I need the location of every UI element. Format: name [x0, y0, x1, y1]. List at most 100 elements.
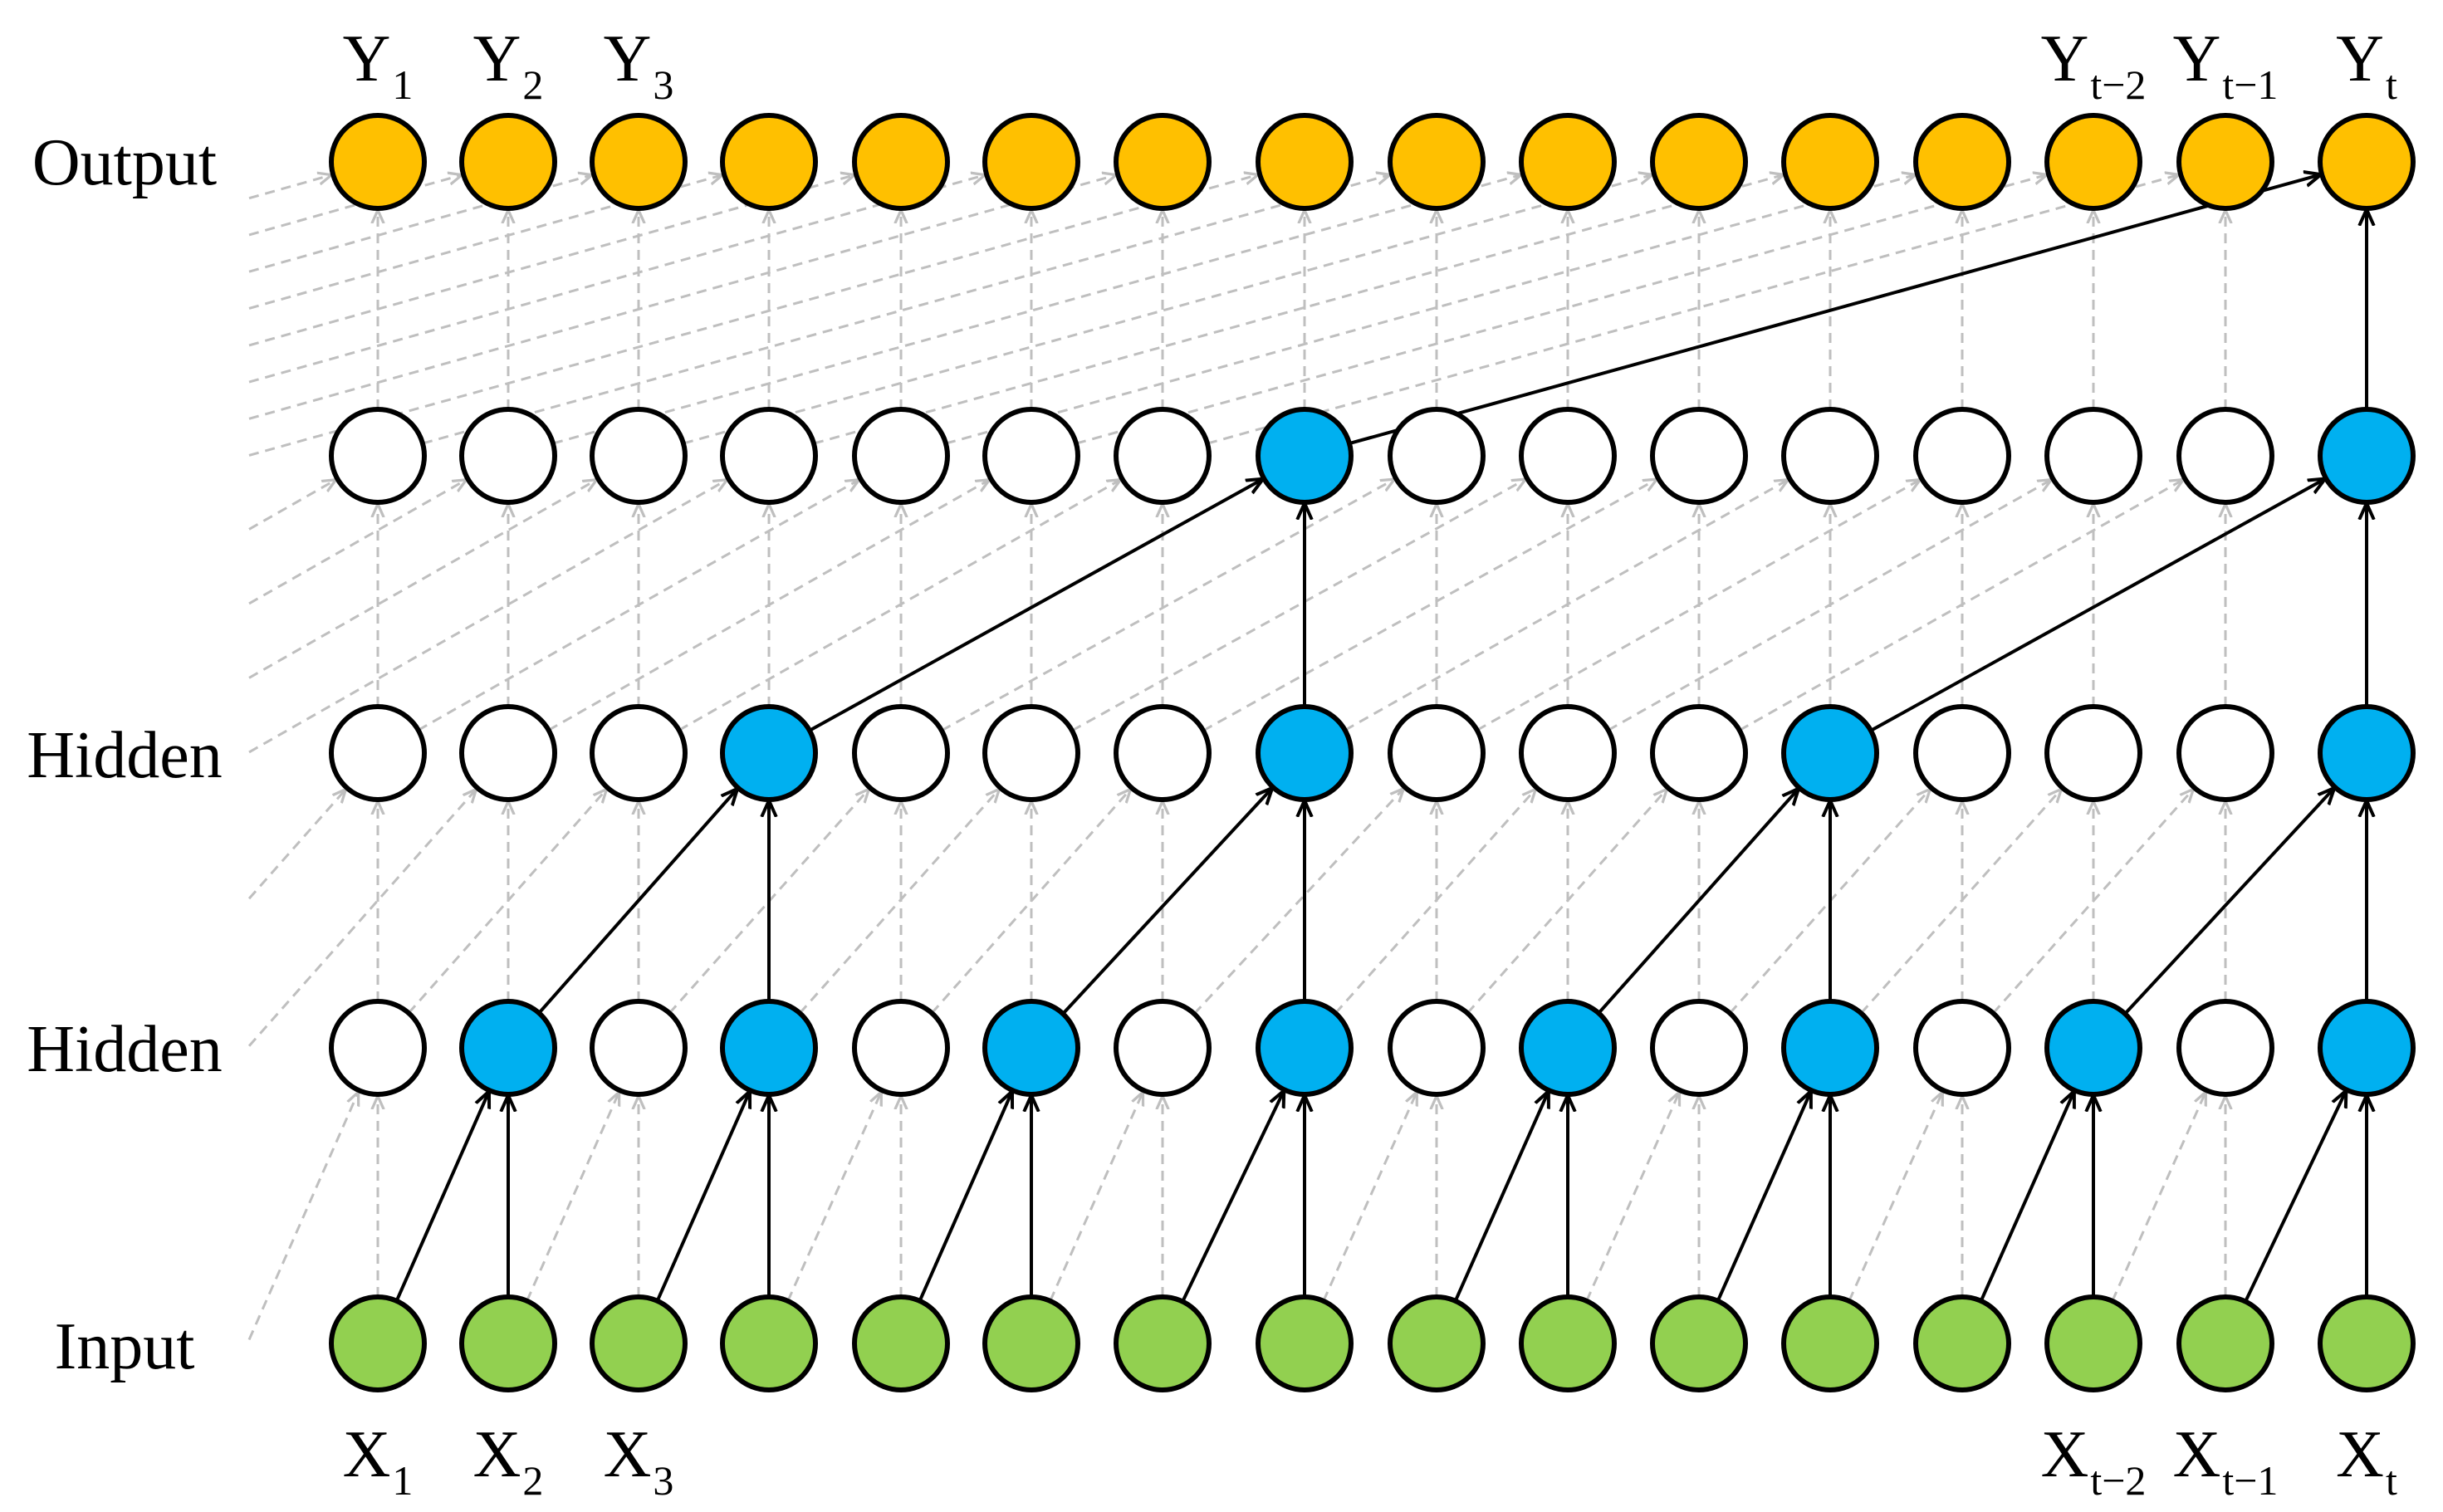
- input-node: [982, 1294, 1080, 1392]
- hidden-2-node: [852, 704, 950, 802]
- hidden-2-node: [1519, 704, 1617, 802]
- output-label-1: Y1: [343, 22, 414, 108]
- hidden-1-node: [1114, 999, 1212, 1097]
- hidden-1-active-node: [1519, 999, 1617, 1097]
- input-node: [1388, 1294, 1486, 1392]
- hidden-3-node: [1913, 407, 2011, 505]
- hidden-1-node: [590, 999, 688, 1097]
- hidden-2-node: [982, 704, 1080, 802]
- hidden-2-node: [2176, 704, 2274, 802]
- output-label-2: Y2: [473, 22, 544, 108]
- inactive-history-edge: [247, 789, 346, 900]
- output-label-tminus-1: Yt−1: [2173, 22, 2279, 108]
- hidden-2-node: [459, 704, 557, 802]
- active-edge: [1597, 789, 1799, 1015]
- hidden-2-node: [1913, 704, 2011, 802]
- output-node: [2318, 113, 2416, 211]
- hidden-layer-label-bottom: Hidden: [27, 1013, 223, 1086]
- hidden-3-node: [329, 407, 427, 505]
- inactive-history-edge: [248, 175, 331, 200]
- inactive-diagonal-edge: [1607, 480, 2052, 732]
- inactive-history-edge: [248, 480, 336, 531]
- inactive-diagonal-edge: [1049, 1092, 1143, 1302]
- hidden-3-node: [1781, 407, 1879, 505]
- input-node: [1913, 1294, 2011, 1392]
- inactive-diagonal-edge: [1193, 789, 1403, 1015]
- input-node: [590, 1294, 688, 1392]
- inactive-diagonal-edge: [417, 480, 859, 732]
- output-label-tminus-2: Yt−2: [2041, 22, 2147, 108]
- output-node: [329, 113, 427, 211]
- input-node: [1781, 1294, 1879, 1392]
- inactive-diagonal-edge: [1585, 1092, 1680, 1302]
- inactive-history-edge: [248, 480, 467, 605]
- input-node: [1114, 1294, 1212, 1392]
- inactive-diagonal-edge: [526, 1092, 619, 1302]
- hidden-3-node: [852, 407, 950, 505]
- hidden-1-node: [1388, 999, 1486, 1097]
- active-edge: [809, 479, 1263, 732]
- output-node: [1256, 113, 1354, 211]
- active-edge: [1453, 1091, 1549, 1302]
- inactive-history-edge: [247, 1092, 359, 1341]
- hidden-1-active-node: [2044, 999, 2142, 1097]
- output-node: [720, 113, 818, 211]
- inactive-diagonal-edge: [941, 479, 1394, 732]
- active-edge: [1349, 174, 2321, 446]
- hidden-2-node: [1388, 704, 1486, 802]
- hidden-1-node: [852, 999, 950, 1097]
- output-node: [852, 113, 950, 211]
- inactive-diagonal-edge: [1848, 1092, 1943, 1302]
- hidden-3-active-node: [1256, 407, 1354, 505]
- output-node: [1781, 113, 1879, 211]
- active-edge: [2244, 1090, 2346, 1303]
- inactive-history-edge: [248, 480, 597, 679]
- inactive-diagonal-edge: [1466, 789, 1667, 1015]
- inactive-diagonal-edge: [931, 789, 1130, 1015]
- neuron-grid: [329, 113, 2416, 1392]
- hidden-2-active-node: [2318, 704, 2416, 802]
- input-node: [2044, 1294, 2142, 1392]
- hidden-2-active-node: [1256, 704, 1354, 802]
- inactive-diagonal-edge: [1476, 480, 1921, 732]
- input-node: [2318, 1294, 2416, 1392]
- hidden-2-active-node: [720, 704, 818, 802]
- inactive-diagonal-edge: [945, 175, 1916, 445]
- hidden-3-node: [2044, 407, 2142, 505]
- output-node: [2176, 113, 2274, 211]
- inactive-diagonal-edge: [786, 1092, 882, 1302]
- hidden-3-node: [590, 407, 688, 505]
- active-edge: [918, 1091, 1012, 1302]
- input-node: [459, 1294, 557, 1392]
- hidden-3-node: [1519, 407, 1617, 505]
- hidden-2-node: [2044, 704, 2142, 802]
- inactive-diagonal-edge: [1739, 480, 2184, 732]
- input-label-3: X3: [604, 1418, 674, 1504]
- hidden-3-node: [459, 407, 557, 505]
- input-node: [1650, 1294, 1748, 1392]
- inactive-diagonal-edge: [422, 175, 1390, 445]
- hidden-2-node: [1650, 704, 1748, 802]
- inactive-diagonal-edge: [1344, 480, 1789, 732]
- input-node: [329, 1294, 427, 1392]
- input-label-tminus-2: Xt−2: [2041, 1418, 2147, 1504]
- inactive-diagonal-edge: [1202, 479, 1657, 732]
- input-node: [1256, 1294, 1354, 1392]
- output-label-3: Y3: [604, 22, 674, 108]
- hidden-2-node: [1114, 704, 1212, 802]
- inactive-history-edge: [248, 175, 592, 273]
- input-label-2: X2: [473, 1418, 544, 1504]
- inactive-diagonal-edge: [1992, 789, 2193, 1015]
- output-node: [1650, 113, 1748, 211]
- hidden-1-active-node: [2318, 999, 2416, 1097]
- hidden-3-node: [1650, 407, 1748, 505]
- hidden-1-active-node: [720, 999, 818, 1097]
- output-node: [1519, 113, 1617, 211]
- active-edge: [1870, 479, 2325, 732]
- inactive-diagonal-edge: [1071, 479, 1525, 732]
- output-node: [590, 113, 688, 211]
- inactive-diagonal-edge: [1334, 789, 1535, 1015]
